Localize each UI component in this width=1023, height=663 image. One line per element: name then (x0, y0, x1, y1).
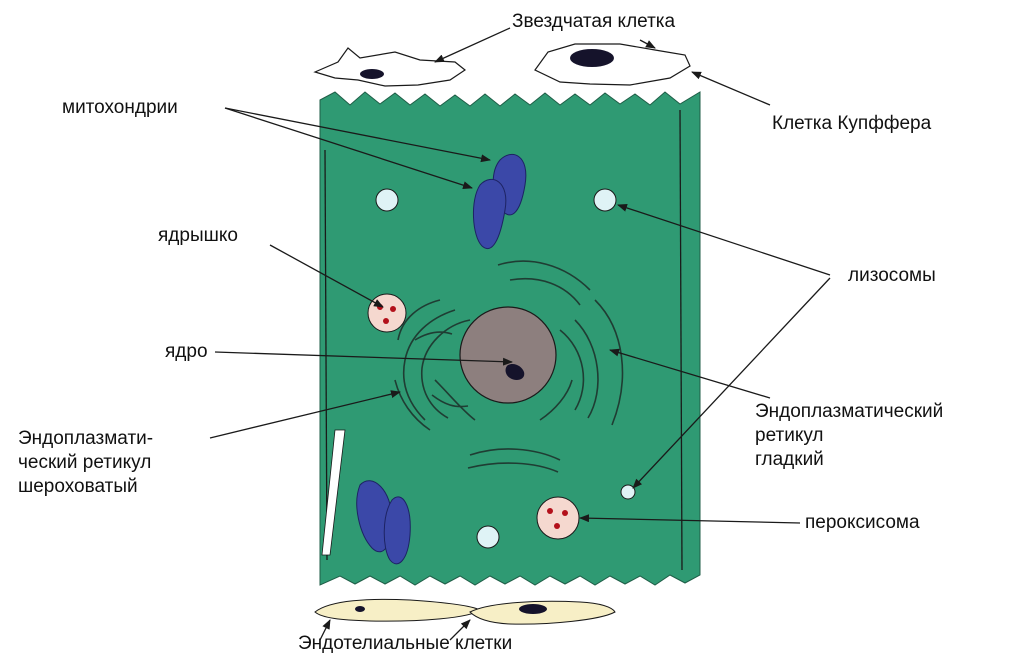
label-smooth-er: Эндоплазматический ретикул гладкий (755, 400, 975, 472)
stellate-cell-nucleus (360, 69, 384, 79)
label-rough-er-line-2: ческий ретикул (18, 451, 238, 475)
kupffer-cell-nucleus (570, 49, 614, 67)
label-peroxisome: пероксисома (805, 511, 920, 535)
label-rough-er: Эндоплазмати- ческий ретикул шероховатый (18, 427, 238, 499)
label-endothelial-cells: Эндотелиальные клетки (298, 632, 512, 656)
kupffer-cell (535, 44, 690, 85)
label-smooth-er-line-3: гладкий (755, 448, 975, 472)
label-lysosomes: лизосомы (848, 264, 936, 288)
label-stellate-cell: Звездчатая клетка (512, 10, 675, 34)
label-rough-er-line-3: шероховатый (18, 475, 238, 499)
label-kupffer-cell: Клетка Купффера (772, 112, 931, 136)
nucleus (460, 307, 556, 403)
label-rough-er-line-1: Эндоплазмати- (18, 427, 238, 451)
stellate-cell-top-left (315, 48, 465, 86)
endothelial-cells (315, 599, 615, 624)
label-smooth-er-line-2: ретикул (755, 424, 975, 448)
peroxisome-right (537, 497, 579, 539)
peroxisome-left (368, 294, 406, 332)
label-nucleolus: ядрышко (158, 224, 238, 248)
label-smooth-er-line-1: Эндоплазматический (755, 400, 975, 424)
label-nucleus: ядро (165, 340, 208, 364)
label-mitochondria: митохондрии (62, 96, 178, 120)
